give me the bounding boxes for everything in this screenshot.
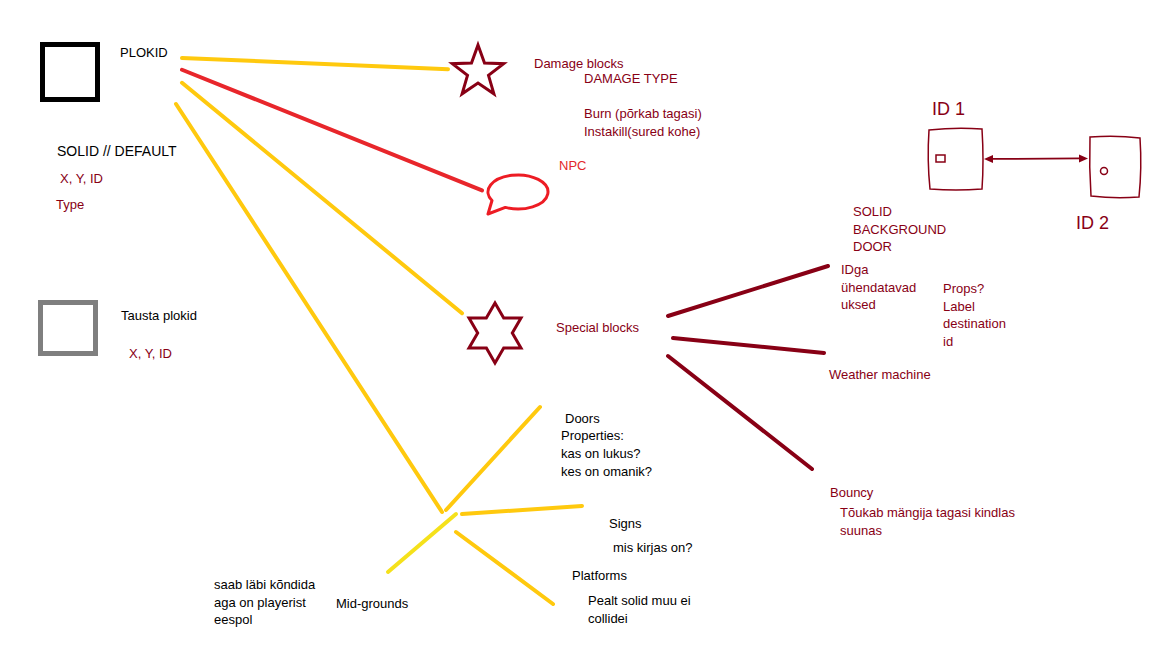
door-sketch-node: ID 2 [1088,134,1142,200]
branch-line [176,104,442,512]
connector-line [182,70,482,191]
note-label: IDga ühendatavad uksed [841,261,923,314]
note-label: Tõukab mängija tagasi kindlas suunas [840,504,1035,539]
connector-line [182,58,448,69]
note-label: SOLID // DEFAULT [57,143,177,159]
note-label: kas on lukus? [561,446,641,462]
node-shape [462,300,528,366]
branch-line [388,514,456,572]
branch-line [462,506,582,514]
note-label: Props? Label destination id [943,280,1017,350]
note-label: Platforms [572,568,627,584]
connector-line [182,83,462,313]
background-square [41,303,96,354]
arrow-head [1079,154,1088,162]
note-label: Doors [565,411,600,427]
note-label: X, Y, ID [129,346,172,362]
node-label: Tausta plokid [121,308,197,324]
node-label: Damage blocks [534,56,624,72]
connector [182,70,482,191]
branch-line [456,532,553,604]
note-label: Pealt solid muu ei collidei [588,592,706,627]
node-shape [1088,134,1142,200]
door-sketch-node: ID 1 [926,126,984,192]
connector [182,83,462,313]
block-node: PLOKID [38,40,182,102]
damage-node: Damage blocks [448,40,510,102]
note-label: Mid-grounds [336,596,408,612]
sketch-box [928,128,983,190]
node-label: ID 1 [932,98,965,120]
hexagram-icon [469,303,521,363]
node-label: PLOKID [120,45,168,61]
node-label: Special blocks [556,320,639,336]
sketch-dot [1101,168,1108,175]
sketch-outline [1090,136,1141,198]
note-label: Type [56,197,84,213]
note-label: Signs [609,516,642,532]
sketch-outline [928,128,983,190]
note-label: Properties: [561,428,624,444]
speech-bubble [488,175,548,214]
note-label: mis kirjas on? [613,540,692,556]
background-node: Tausta plokid [36,298,100,358]
note-label: X, Y, ID [60,171,103,187]
connector [182,58,448,69]
branch-line [668,356,812,469]
node-shape [926,126,984,192]
note-label: Burn (põrkab tagasi) [584,106,702,122]
arrow-head [984,155,993,163]
note-label: Bouncy [830,485,873,501]
note-label: DAMAGE TYPE [584,71,678,87]
branch-line [446,407,540,510]
branch-line [668,266,828,316]
note-label: kes on omanik? [561,464,652,480]
note-label: Weather machine [829,367,931,383]
block-square [43,45,98,100]
connector [984,154,1088,162]
node-label: NPC [559,158,586,174]
node-label: ID 2 [1076,212,1109,234]
node-shape [482,172,552,218]
note-label: SOLID BACKGROUND DOOR [853,203,948,256]
note-label: Instakill(sured kohe) [584,124,700,140]
npc-node: NPC [482,172,552,218]
note-label: saab läbi kõndida aga on playerist eespo… [214,576,324,629]
node-shape [36,298,100,358]
branch-line [673,338,824,353]
node-shape [448,40,510,102]
sketch-box [1090,136,1141,198]
sketch-dot [936,155,945,162]
star-icon [452,45,503,94]
connector-line [992,158,1080,160]
special-node: Special blocks [462,300,528,366]
